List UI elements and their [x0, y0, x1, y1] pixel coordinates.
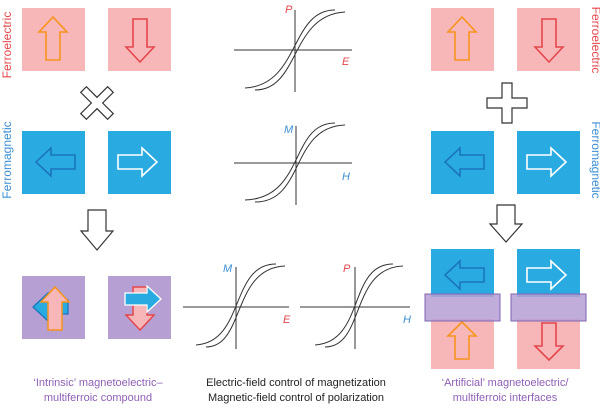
- down-arrow-icon: [533, 18, 565, 64]
- ferromagnetic-square-right-arrow-right-col: [517, 131, 580, 194]
- ferroelectric-square-up-left: [22, 8, 85, 71]
- right-arrow-icon: [117, 146, 159, 178]
- down-flow-arrow-icon: [488, 204, 524, 243]
- caption-control-line2: Magnetic-field control of polarization: [208, 392, 384, 404]
- left-arrow-icon: [34, 146, 76, 178]
- up-arrow-icon: [446, 15, 478, 61]
- axis-label-E-top: E: [342, 56, 350, 68]
- caption-artificial-line2: multiferroic interfaces: [453, 392, 558, 404]
- ferroelectric-square-up-right: [431, 8, 494, 71]
- caption-intrinsic-line2: multiferroic compound: [44, 392, 152, 404]
- axis-label-P-top: P: [285, 4, 293, 16]
- left-arrow-icon: [443, 259, 485, 291]
- up-arrow-icon: [446, 320, 478, 360]
- right-arrow-icon: [124, 284, 162, 314]
- label-ferromagnetic-right: Ferromagnetic: [589, 121, 600, 198]
- hysteresis-loop-ph-bottom: [300, 263, 410, 349]
- axis-label-M-middle: M: [284, 124, 294, 136]
- hysteresis-loop-me-bottom: [183, 263, 289, 349]
- left-arrow-icon: [443, 146, 485, 178]
- axis-label-M-bottom: M: [223, 263, 233, 275]
- label-ferromagnetic-left: Ferromagnetic: [0, 121, 14, 198]
- ferroelectric-square-down-right: [517, 8, 580, 71]
- hysteresis-loop-pe-top: [234, 9, 352, 92]
- down-flow-arrow-icon: [79, 209, 115, 251]
- axis-label-H-bottom: H: [403, 314, 411, 326]
- caption-intrinsic-line1: ‘Intrinsic’ magnetoelectric–: [33, 377, 163, 389]
- label-ferroelectric-right: Ferroelectric: [589, 7, 600, 74]
- multiferroic-square-2: [108, 276, 171, 339]
- label-ferroelectric-left: Ferroelectric: [0, 12, 14, 79]
- axis-label-H-middle: H: [342, 171, 350, 183]
- ferromagnetic-square-left-arrow: [22, 131, 85, 194]
- multiferroic-square-1: [22, 276, 85, 339]
- interface-stack-left: [424, 249, 501, 369]
- up-arrow-icon: [39, 285, 71, 331]
- up-arrow-icon: [37, 15, 69, 61]
- ferromagnetic-square-left-arrow-right-col: [431, 131, 494, 194]
- caption-control-line1: Electric-field control of magnetization: [206, 377, 386, 389]
- axis-label-P-bottom: P: [343, 263, 351, 275]
- plus-cross-icon: [486, 82, 528, 124]
- hysteresis-loop-mh-middle: [234, 122, 352, 205]
- ferromagnetic-square-right-arrow: [108, 131, 171, 194]
- caption-artificial-line1: ‘Artificial’ magnetoelectric/: [442, 377, 570, 389]
- down-arrow-icon: [533, 322, 565, 362]
- axis-label-E-bottom: E: [283, 314, 291, 326]
- down-arrow-icon: [124, 18, 156, 64]
- ferroelectric-square-down-left: [108, 8, 171, 71]
- multiply-cross-icon: [79, 85, 115, 121]
- interface-stack-right: [510, 249, 587, 369]
- right-arrow-icon: [526, 259, 568, 291]
- right-arrow-icon: [526, 146, 568, 178]
